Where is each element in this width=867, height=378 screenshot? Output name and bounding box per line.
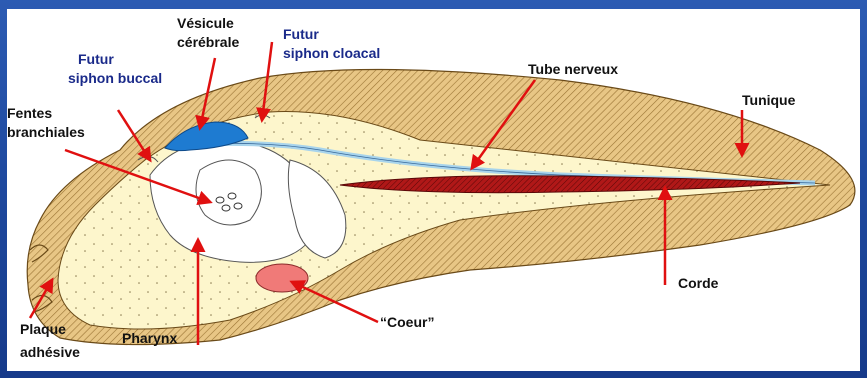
label-tunique: Tunique xyxy=(742,92,796,108)
label-siphon-buccal: Futur siphon buccal xyxy=(68,51,162,86)
label-siphon-cloacal: Futur siphon cloacal xyxy=(283,26,380,61)
branchial-slit xyxy=(216,197,224,203)
branchial-slit xyxy=(222,205,230,211)
label-coeur: “Coeur” xyxy=(380,314,434,330)
branchial-slit xyxy=(228,193,236,199)
branchial-slit xyxy=(234,203,242,209)
label-pharynx: Pharynx xyxy=(122,330,177,346)
inner-organ-outline xyxy=(196,160,261,225)
label-fentes: Fentes branchiales xyxy=(7,105,85,140)
heart xyxy=(256,264,308,292)
label-tube-nerveux: Tube nerveux xyxy=(528,61,618,77)
label-corde: Corde xyxy=(678,275,719,291)
label-vesicule: Vésicule cérébrale xyxy=(177,15,239,50)
